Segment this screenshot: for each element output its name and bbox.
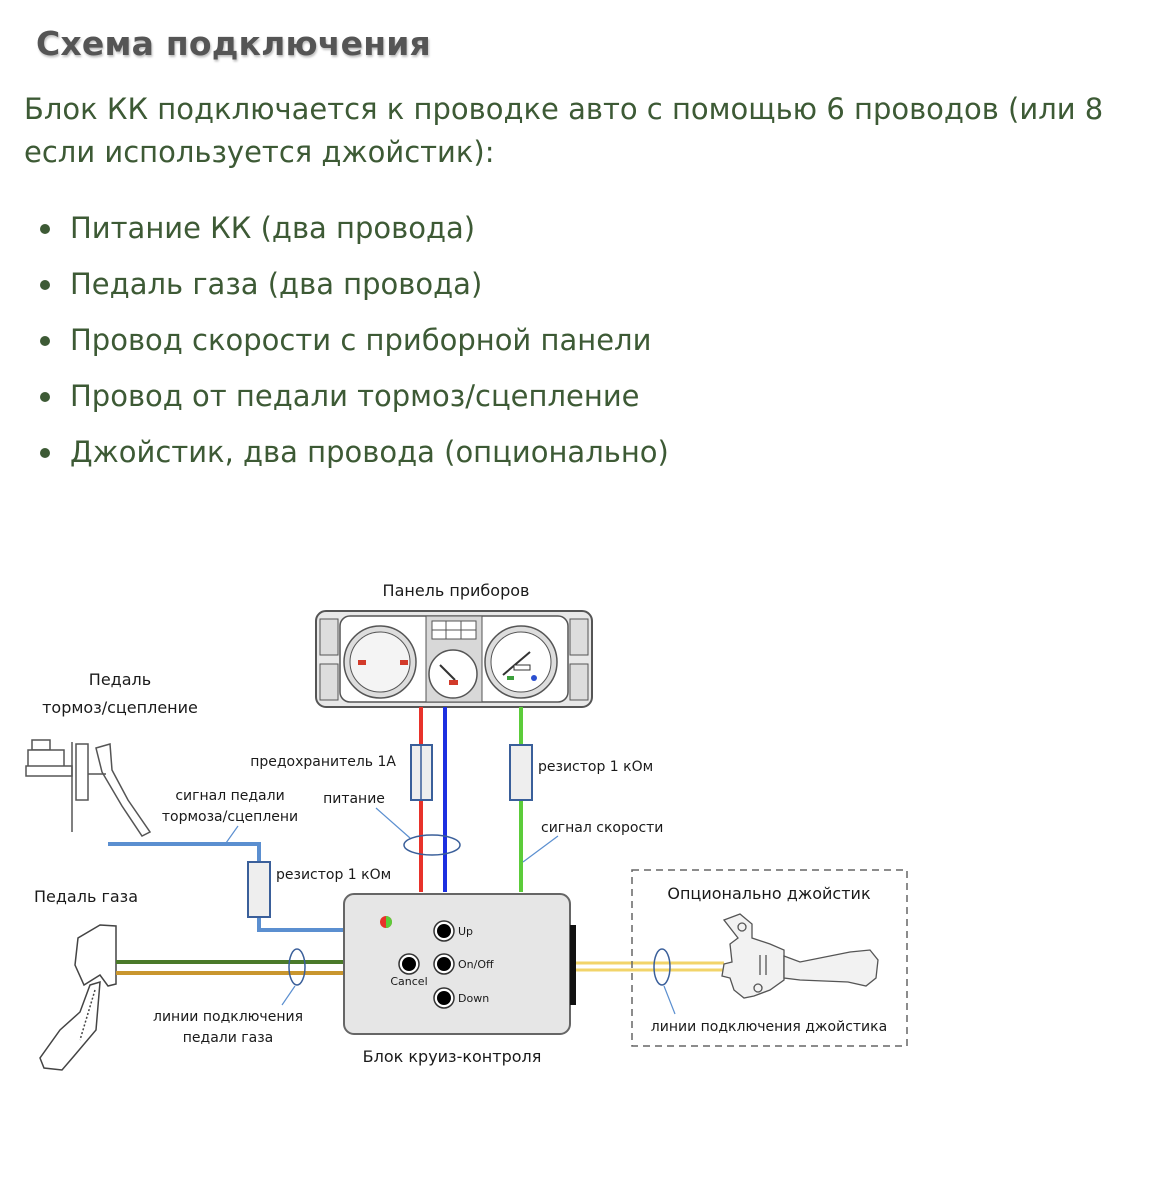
- brake-pedal-label: Педаль: [89, 670, 151, 689]
- joystick-title: Опционально джойстик: [667, 884, 871, 903]
- brake-pedal-label-2: тормоз/сцепление: [42, 698, 198, 717]
- up-button[interactable]: Up: [433, 920, 473, 942]
- gas-pedal-icon: [39, 924, 117, 1071]
- brake-resistor-label: резистор 1 кОм: [276, 867, 391, 883]
- power-label: питание: [323, 791, 385, 807]
- svg-text:On/Off: On/Off: [458, 958, 494, 971]
- onoff-button[interactable]: On/Off: [433, 953, 494, 975]
- list-item: Педаль газа (два провода): [0, 261, 669, 317]
- list-item: Питание КК (два провода): [0, 205, 669, 261]
- bullet-icon: [40, 224, 50, 234]
- brake-resistor-icon: [247, 861, 271, 918]
- brake-pedal-icon: [25, 739, 152, 837]
- svg-text:Down: Down: [458, 992, 489, 1005]
- fuse-label: предохранитель 1А: [250, 754, 396, 770]
- list-item: Провод скорости с приборной панели: [0, 317, 669, 373]
- cc-unit-label: Блок круиз-контроля: [363, 1047, 542, 1066]
- speed-resistor-label: резистор 1 кОм: [538, 759, 653, 775]
- joystick-bundle-marker: [653, 948, 671, 986]
- power-bundle-marker: [403, 834, 461, 856]
- page-title: Схема подключения: [36, 24, 431, 63]
- bullet-icon: [40, 392, 50, 402]
- down-button[interactable]: Down: [433, 987, 489, 1009]
- gas-lines-label: линии подключения: [153, 1009, 303, 1025]
- brake-signal-label-2: тормоза/сцеплени: [162, 809, 298, 825]
- wire-list: Питание КК (два провода) Педаль газа (дв…: [0, 205, 669, 485]
- gas-bundle-marker: [288, 948, 306, 986]
- cruise-control-unit: [343, 893, 576, 1035]
- intro-paragraph: Блок КК подключается к проводке авто с п…: [24, 92, 1104, 169]
- joystick-lines-label: линии подключения джойстика: [651, 1019, 887, 1035]
- bullet-icon: [40, 280, 50, 290]
- list-item: Джойстик, два провода (опционально): [0, 429, 669, 485]
- brake-wire: [108, 842, 345, 932]
- bullet-icon: [40, 336, 50, 346]
- gas-pedal-label: Педаль газа: [34, 887, 138, 906]
- joystick-icon: [721, 913, 879, 999]
- list-item: Провод от педали тормоз/сцепление: [0, 373, 669, 429]
- svg-text:Up: Up: [458, 925, 473, 938]
- instrument-panel-icon: [315, 610, 593, 708]
- cancel-button[interactable]: Cancel: [390, 953, 428, 988]
- bullet-icon: [40, 448, 50, 458]
- joystick-optional-box: [631, 869, 908, 1047]
- svg-text:Cancel: Cancel: [390, 975, 427, 988]
- speed-resistor-icon: [509, 744, 533, 801]
- instrument-panel-label: Панель приборов: [383, 581, 530, 600]
- gas-lines-label-2: педали газа: [183, 1030, 273, 1046]
- brake-signal-label: сигнал педали: [175, 788, 284, 804]
- wiring-diagram: Панель приборов предохранитель 1А питани…: [25, 581, 908, 1071]
- speed-signal-label: сигнал скорости: [541, 820, 663, 836]
